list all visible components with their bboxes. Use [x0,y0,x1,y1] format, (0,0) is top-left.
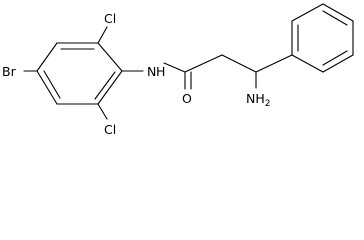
ch-to-phenyl-bond [255,54,293,73]
ring-b-bond-5 [322,54,354,73]
amide-hydrogen-label: H [156,64,165,79]
ring-a-bond-2-inner [94,71,116,100]
chlorine-bottom-label: Cl [104,122,116,137]
ring-a-bond-1 [97,42,123,72]
ring-a-bond-2 [97,70,123,105]
nh-to-carbonyl-bond [163,62,186,73]
ring-a-bond-4-inner [43,70,61,99]
ring-b-bond-3 [322,3,354,22]
ring-b-bond-2 [291,3,324,22]
ring-a-bond-4 [36,70,58,105]
cl-bottom-bond [97,103,108,120]
bromodichlorophenyl-ring [36,42,123,105]
ch2-to-ch-bond [221,54,257,73]
amine-nh-text: NH [246,91,265,106]
ring-b-bond-5-inner [322,50,348,66]
carbonyl-to-ch2-bond [184,54,223,73]
structure-canvas: Cl N H Br Cl O NH2 [2,3,354,137]
chemical-structure: Cl N H Br Cl O NH2 [2,3,354,137]
oxygen-label: O [182,91,192,106]
phenyl-ring [291,3,354,73]
ring-b-bond-6 [291,54,324,73]
amine-subscript: 2 [265,99,271,109]
bromine-label: Br [2,64,17,79]
ring-b-bond-3-inner [322,10,348,26]
nitrogen-label: N [147,64,156,79]
ring-a-bond-5 [36,42,58,72]
chlorine-top-label: Cl [104,11,116,26]
amine-label: NH2 [246,91,270,109]
cl-top-bond [97,26,108,44]
